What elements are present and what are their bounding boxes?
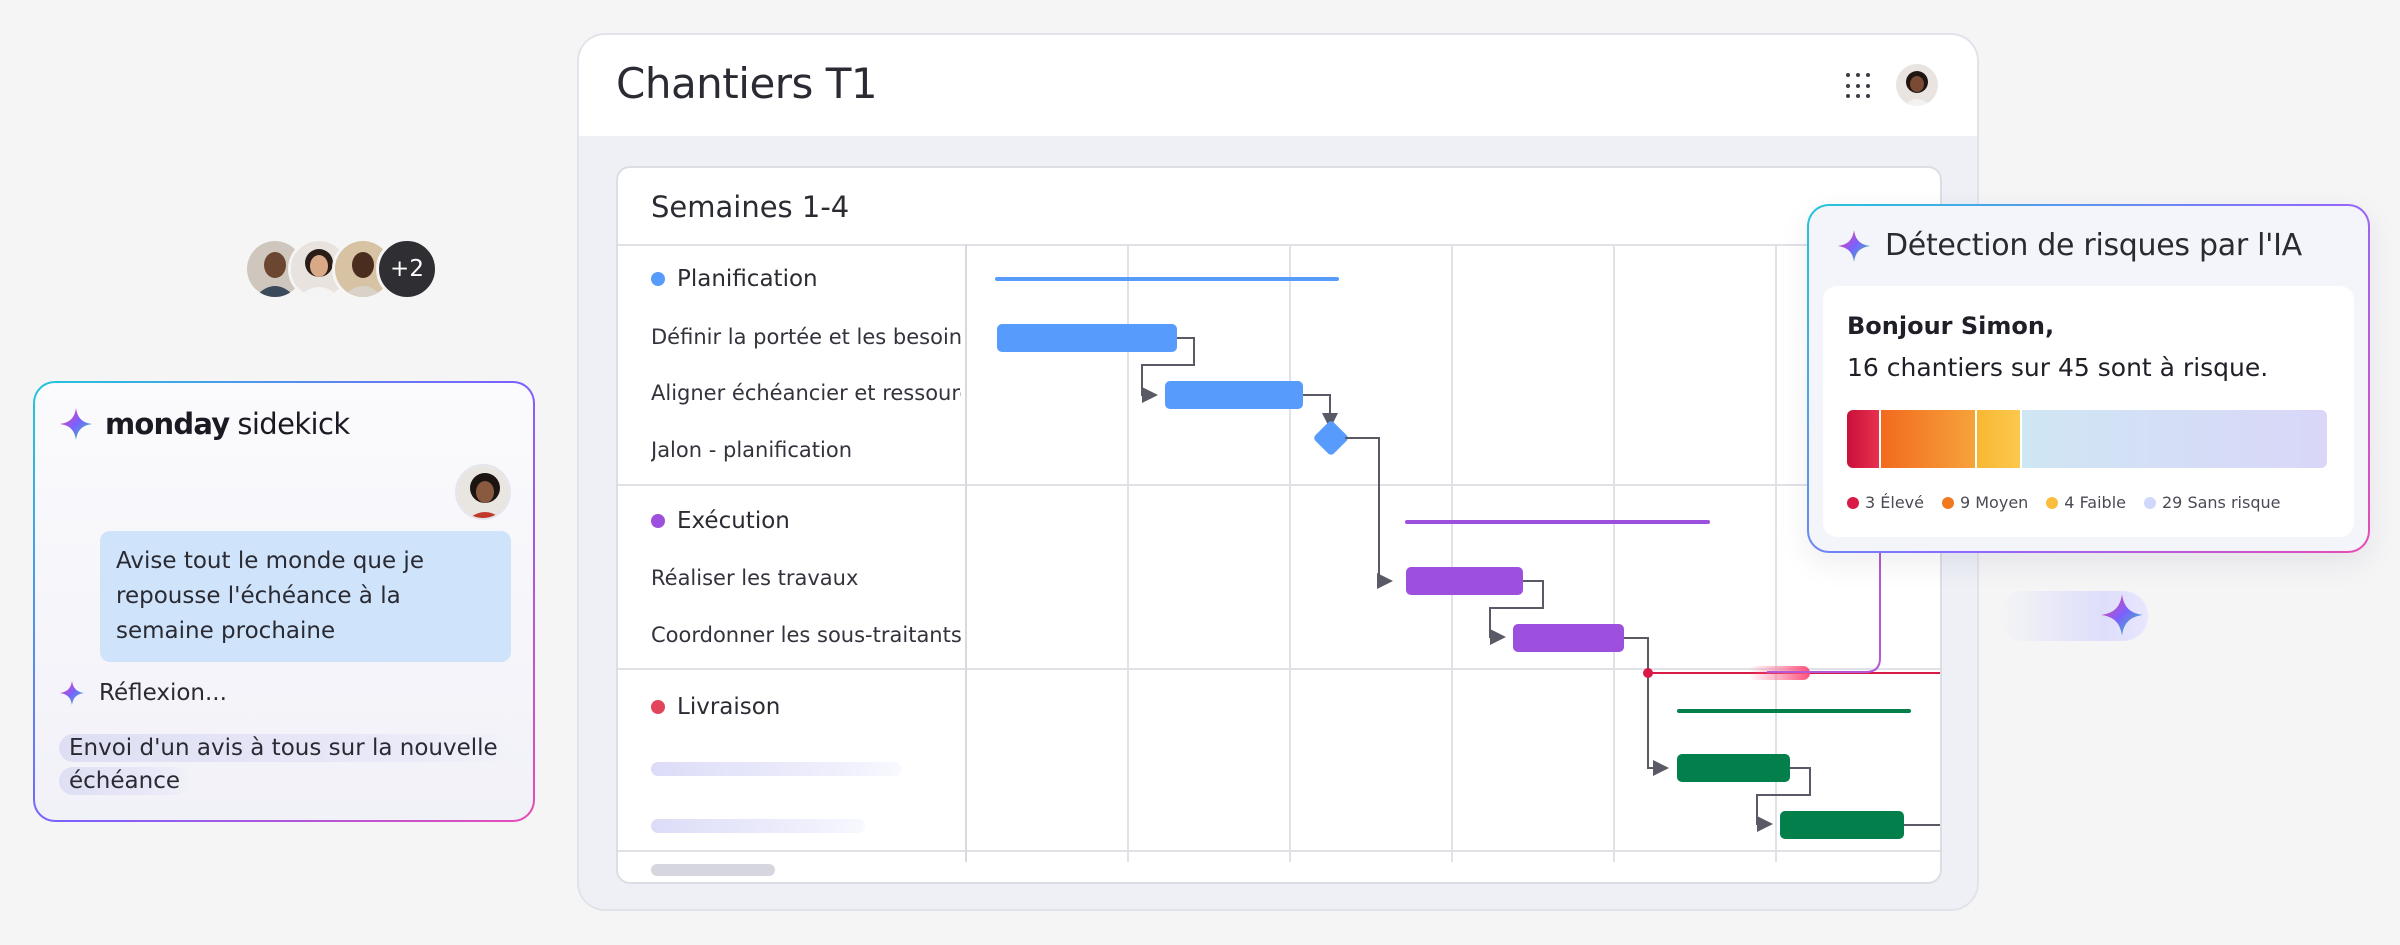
legend-item: 9 Moyen — [1941, 493, 2029, 512]
sparkle-icon — [1838, 229, 1870, 262]
divider — [618, 850, 1940, 852]
gantt-board: Semaines 1-4 Planification Définir la po… — [616, 166, 1942, 884]
divider — [618, 244, 1940, 246]
legend-label: 3 Élevé — [1865, 493, 1924, 512]
task-row[interactable]: Coordonner les sous-traitants — [651, 623, 961, 647]
dependency-arrow — [1756, 767, 1811, 832]
response-text: Envoi d'un avis à tous sur la nouvelle é… — [59, 734, 508, 795]
thinking-label: Réflexion... — [99, 680, 227, 706]
legend-label: 29 Sans risque — [2162, 493, 2281, 512]
grid-dots-icon[interactable] — [1846, 73, 1872, 99]
brand-product: sidekick — [237, 407, 350, 441]
sparkle-icon — [2101, 594, 2143, 636]
avatar — [455, 464, 511, 520]
legend-label: 4 Faible — [2064, 493, 2126, 512]
group-label: Livraison — [677, 694, 781, 720]
sparkle-icon — [60, 408, 92, 440]
week-gridline — [1127, 244, 1129, 862]
legend-dot — [1941, 496, 1954, 509]
loading-placeholder — [651, 819, 865, 833]
risk-card-header: Détection de risques par l'IA — [1837, 228, 2302, 263]
task-row[interactable]: Aligner échéancier et ressources — [651, 381, 961, 405]
group-label: Exécution — [677, 508, 790, 534]
risk-segment — [1880, 410, 1976, 468]
dependency-arrow — [1624, 637, 1669, 776]
task-bar — [1406, 567, 1523, 595]
risk-detection-card: Détection de risques par l'IA Bonjour Si… — [1807, 204, 2370, 553]
week-gridline — [1613, 244, 1615, 862]
board-title: Semaines 1-4 — [651, 190, 850, 224]
legend-label: 9 Moyen — [1959, 493, 2029, 512]
risk-highlight — [1748, 666, 1810, 680]
sparkle-icon — [59, 680, 85, 706]
legend-item: 29 Sans risque — [2144, 493, 2280, 512]
dependency-arrow — [1345, 437, 1393, 589]
risk-summary: Bonjour Simon, 16 chantiers sur 45 sont … — [1823, 286, 2354, 537]
horizontal-scrollbar[interactable] — [651, 864, 775, 876]
group-planification[interactable]: Planification — [651, 266, 818, 292]
task-row[interactable]: Jalon - planification — [651, 438, 853, 462]
divider — [618, 484, 1940, 486]
greeting: Bonjour Simon, — [1847, 312, 2055, 340]
risk-segment — [1847, 410, 1879, 468]
group-execution[interactable]: Exécution — [651, 508, 790, 534]
gantt-chart — [995, 277, 1940, 839]
risk-segment — [2021, 410, 2327, 468]
dependency-arrow — [1489, 580, 1544, 645]
task-row[interactable]: Définir la portée et les besoins — [651, 325, 961, 349]
task-bar — [1677, 754, 1790, 782]
sidekick-brand: monday sidekick — [59, 407, 350, 441]
group-color-dot — [651, 700, 665, 714]
risk-distribution-bar — [1847, 410, 2327, 468]
group-color-dot — [651, 514, 665, 528]
more-users-badge[interactable]: +2 — [376, 238, 438, 300]
legend-item: 3 Élevé — [1847, 493, 1924, 512]
group-livraison[interactable]: Livraison — [651, 694, 780, 720]
week-gridline — [1289, 244, 1291, 862]
project-window: Chantiers T1 Semaines 1-4 Planificati — [577, 33, 1979, 911]
group-color-dot — [651, 272, 665, 286]
risk-segment — [1977, 410, 2020, 468]
legend-dot — [2144, 496, 2156, 509]
risk-link-dot — [1643, 668, 1653, 678]
task-bar — [1513, 624, 1624, 652]
task-bar — [1165, 381, 1303, 409]
window-header: Chantiers T1 — [579, 35, 1977, 136]
assistant-response: Envoi d'un avis à tous sur la nouvelle é… — [59, 732, 511, 798]
task-bar — [997, 324, 1177, 352]
task-bar — [1780, 811, 1904, 839]
user-message-bubble: Avise tout le monde que je repousse l'éc… — [100, 531, 511, 662]
milestone-diamond — [1314, 421, 1348, 455]
legend-dot — [1847, 496, 1859, 509]
dependency-arrow — [1303, 394, 1338, 429]
thinking-status: Réflexion... — [59, 680, 227, 706]
legend-item: 4 Faible — [2046, 493, 2126, 512]
page-title: Chantiers T1 — [616, 59, 878, 108]
group-label: Planification — [677, 266, 818, 292]
risk-card-title: Détection de risques par l'IA — [1885, 228, 2302, 263]
week-gridline — [1451, 244, 1453, 862]
loading-placeholder — [651, 762, 901, 776]
divider — [618, 668, 1940, 670]
dependency-arrow — [1141, 337, 1195, 403]
sidekick-panel: monday sidekick Avise tout le monde que … — [33, 381, 535, 822]
task-row[interactable]: Réaliser les travaux — [651, 566, 859, 590]
risk-legend: 3 Élevé 9 Moyen 4 Faible 29 Sans risque — [1847, 493, 2280, 512]
avatar[interactable] — [1896, 64, 1938, 106]
brand-name: monday — [105, 407, 230, 441]
risk-message: 16 chantiers sur 45 sont à risque. — [1847, 353, 2269, 382]
legend-dot — [2046, 496, 2059, 509]
column-divider — [965, 244, 967, 862]
